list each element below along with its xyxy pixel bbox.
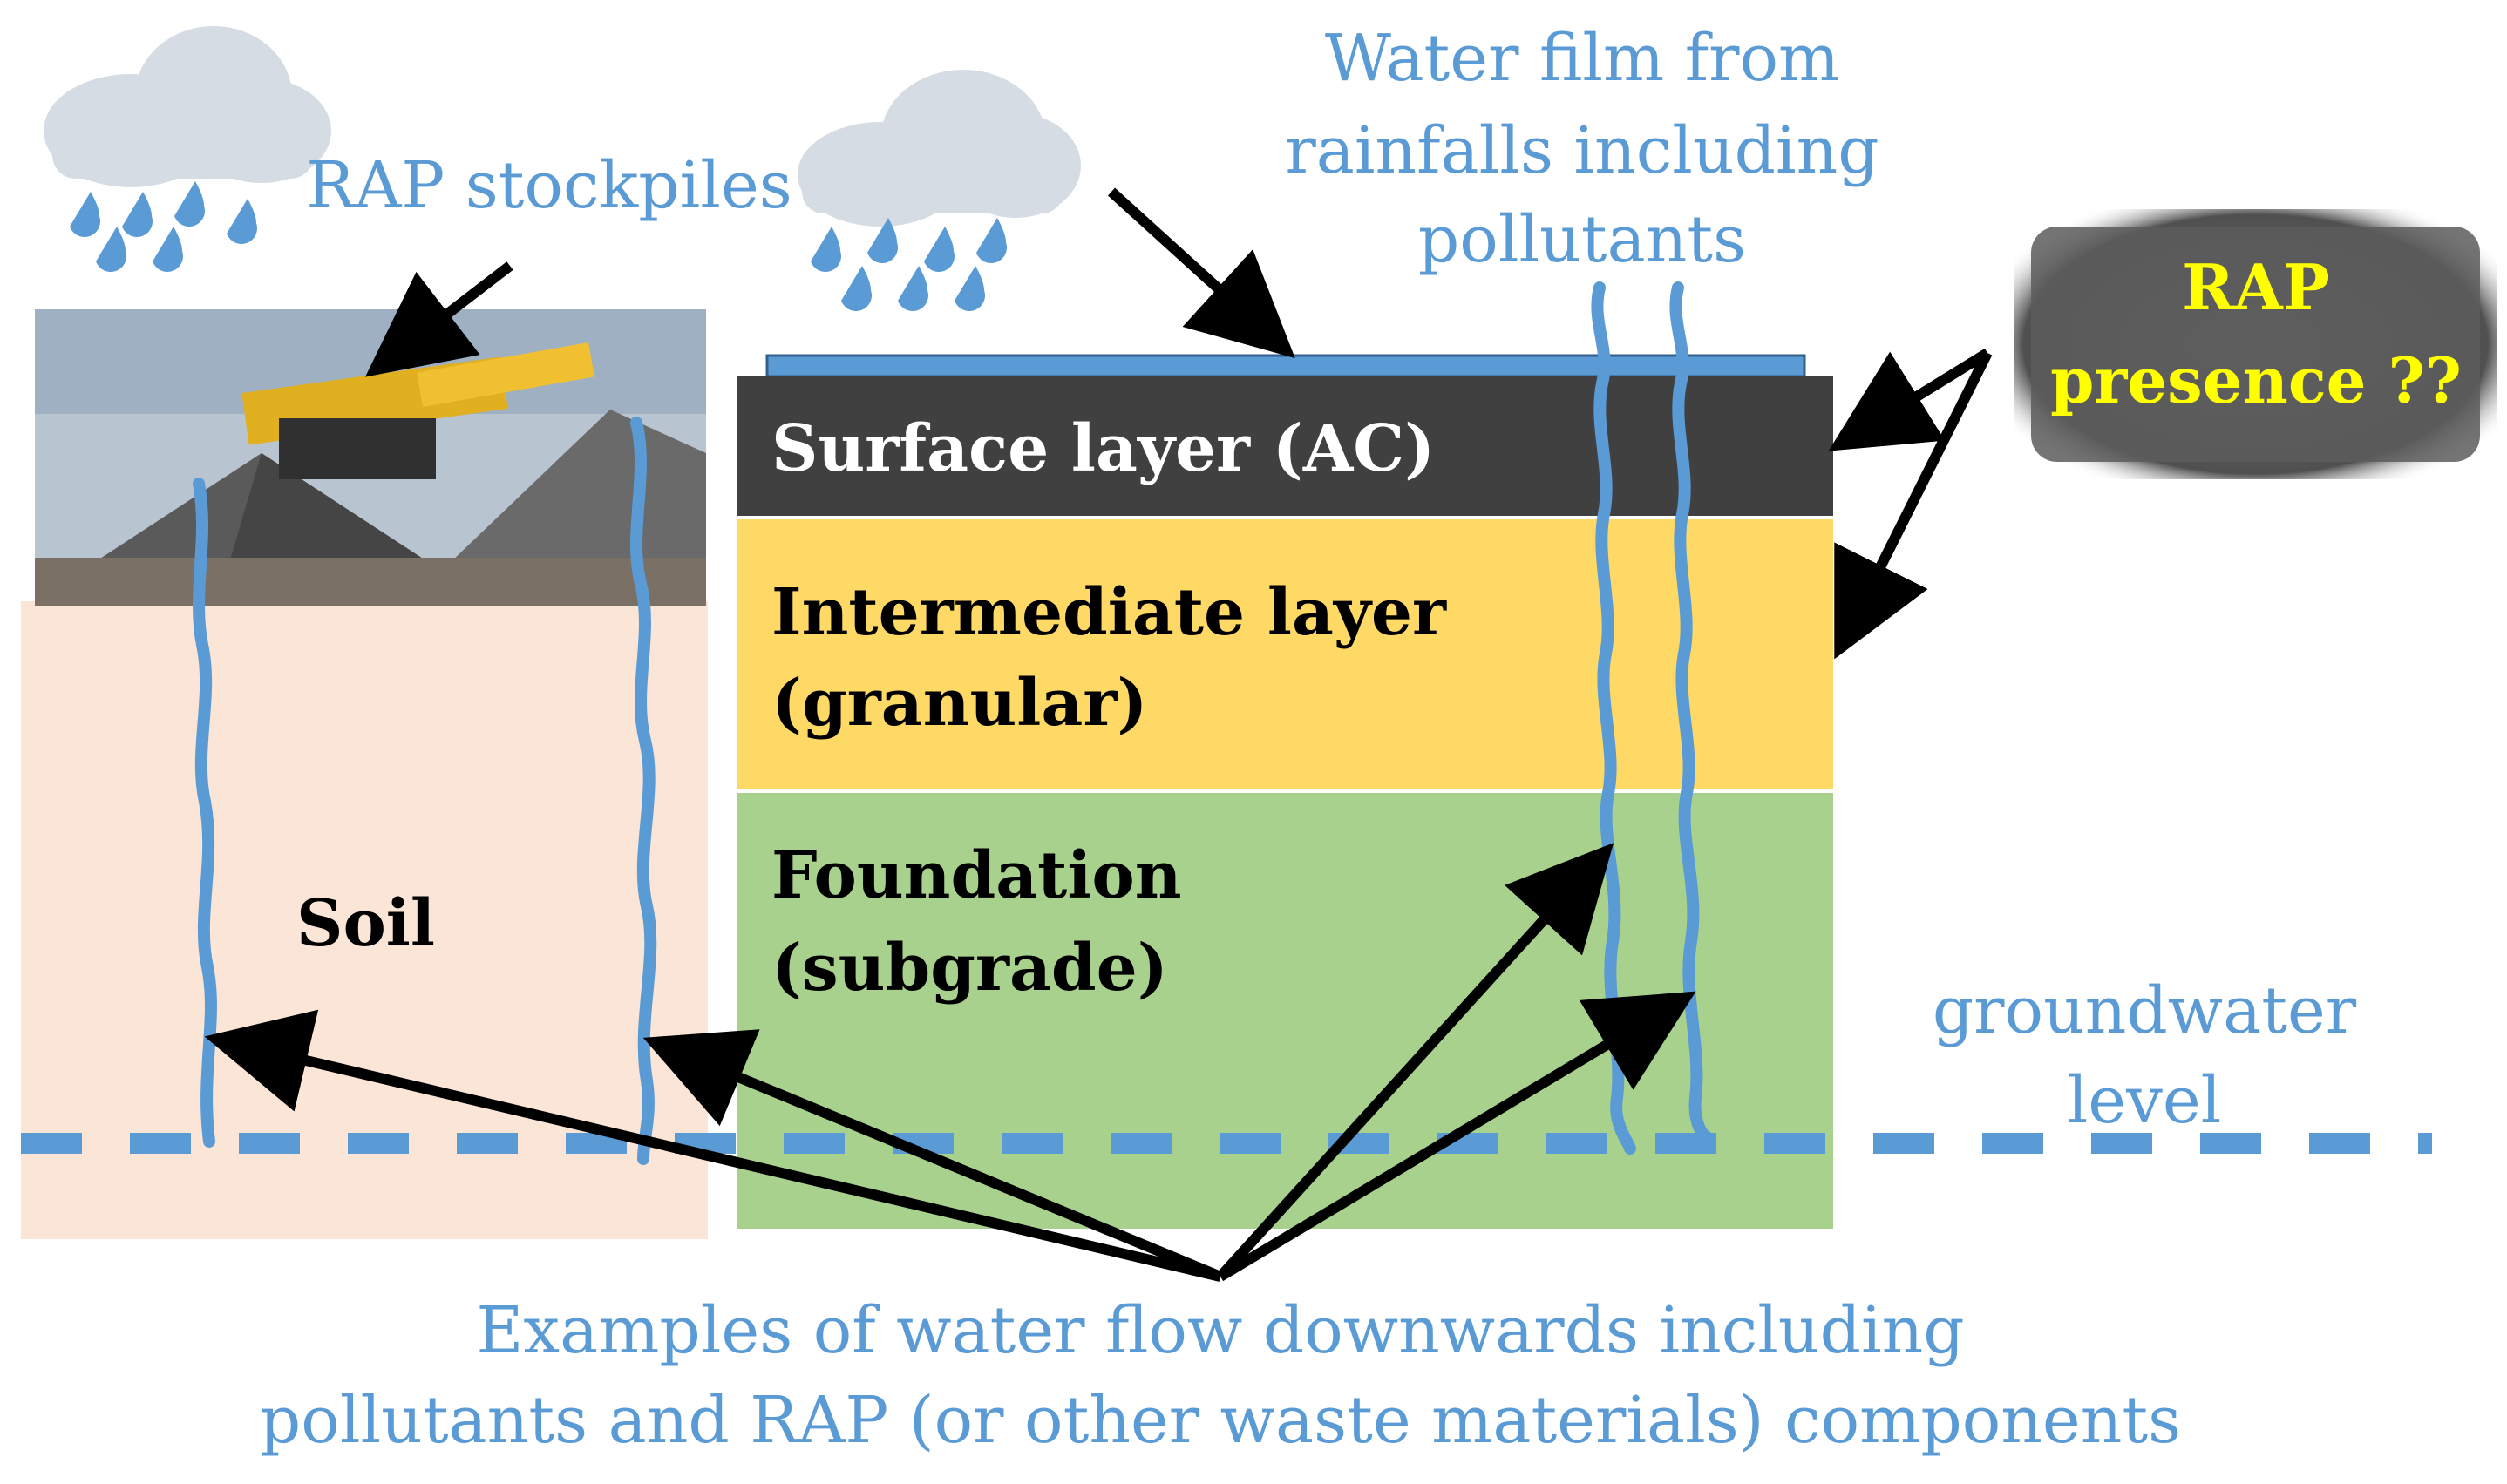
intermediate-layer-label-2: (granular) bbox=[771, 666, 1147, 741]
water-film-label-3: pollutants bbox=[1418, 202, 1746, 277]
arrow-to-stockpile bbox=[364, 261, 513, 377]
stockpile-photo bbox=[35, 309, 706, 606]
cloud-rain-icon-2 bbox=[798, 70, 1081, 312]
rap-presence-label: RAP bbox=[2182, 250, 2330, 324]
rap-presence-label-2: presence ?? bbox=[2050, 343, 2462, 417]
foundation-layer-label-2: (subgrade) bbox=[771, 931, 1168, 1006]
arrow-flow-to-soil-left bbox=[204, 1009, 1222, 1282]
water-film bbox=[765, 354, 1806, 378]
arrow-flow-to-pavement-1 bbox=[1216, 843, 1614, 1281]
soil-label: Soil bbox=[296, 886, 435, 961]
arrow-flow-to-pavement-2 bbox=[1217, 991, 1696, 1282]
arrow-rap-to-intermediate bbox=[1834, 350, 1993, 660]
arrows bbox=[204, 187, 1993, 1282]
surface-layer bbox=[737, 376, 1833, 516]
water-film-label-2: rainfalls including bbox=[1285, 113, 1879, 188]
groundwater-label: groundwater bbox=[1933, 973, 2357, 1048]
arrow-to-water-film bbox=[1107, 187, 1295, 359]
bottom-caption-2: pollutants and RAP (or other waste mater… bbox=[260, 1383, 2181, 1458]
bottom-caption: Examples of water flow downwards includi… bbox=[476, 1293, 1964, 1368]
surface-layer-label: Surface layer (AC) bbox=[771, 411, 1435, 486]
arrow-rap-to-surface bbox=[1828, 348, 1991, 451]
rap-stockpiles-label: RAP stockpiles bbox=[306, 148, 792, 223]
water-film-label: Water film from bbox=[1325, 21, 1839, 96]
arrow-flow-to-soil-right bbox=[642, 1029, 1223, 1282]
groundwater-label-2: level bbox=[2068, 1063, 2222, 1138]
cloud-rain-icon bbox=[44, 26, 331, 273]
intermediate-layer-label: Intermediate layer bbox=[771, 575, 1447, 650]
intermediate-layer bbox=[737, 519, 1833, 789]
foundation-layer-label: Foundation bbox=[771, 838, 1182, 913]
rap-sample-photo bbox=[2014, 209, 2497, 479]
